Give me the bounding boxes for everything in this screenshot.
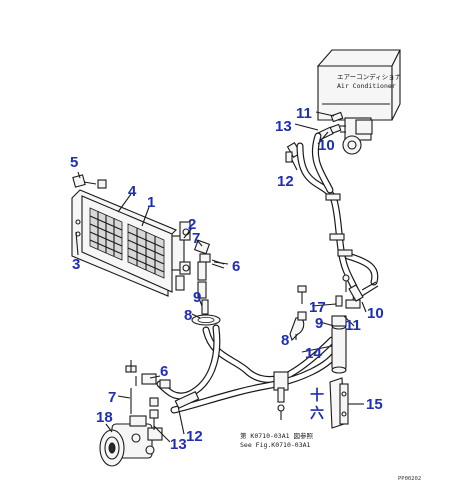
callout-5: 5 bbox=[70, 154, 78, 171]
clamp-part-8-right bbox=[289, 311, 307, 342]
callout-10-upper: 10 bbox=[318, 137, 335, 154]
callout-9-right: 9 bbox=[315, 315, 323, 332]
condenser-grid-lines bbox=[89, 211, 165, 274]
callout-6-upper: 6 bbox=[232, 258, 240, 275]
kanji-mark-bottom: 六 bbox=[310, 405, 324, 422]
receiver-drier bbox=[297, 274, 379, 374]
callout-7-lower: 7 bbox=[108, 389, 116, 406]
condenser-assembly bbox=[71, 189, 191, 297]
callout-12-lower: 12 bbox=[186, 428, 203, 445]
callout-18: 18 bbox=[96, 409, 113, 426]
callout-numbers: 1 2 3 4 5 6 6 7 7 8 8 9 9 10 10 11 11 12… bbox=[70, 105, 384, 453]
air-conditioner-label-en: Air Conditioner bbox=[337, 82, 396, 90]
bolt-part-5 bbox=[72, 174, 107, 189]
callout-14: 14 bbox=[305, 345, 322, 362]
callout-8-right: 8 bbox=[281, 332, 289, 349]
callout-11-upper: 11 bbox=[296, 105, 312, 122]
hose-clamps bbox=[273, 193, 353, 420]
callout-4: 4 bbox=[128, 183, 137, 200]
callout-6-lower: 6 bbox=[160, 363, 168, 380]
ac-hose-fittings bbox=[285, 111, 344, 163]
leader-lines bbox=[75, 111, 367, 443]
compressor-fittings bbox=[125, 360, 200, 430]
note-line-jp: 第 K0710-03A1 図参照 bbox=[240, 431, 313, 440]
kanji-mark: 十 六 bbox=[310, 387, 324, 422]
callout-3: 3 bbox=[72, 256, 80, 273]
callout-2: 2 bbox=[188, 216, 196, 233]
refrigerant-hoses bbox=[156, 132, 379, 414]
callout-9-left: 9 bbox=[193, 289, 201, 306]
callout-1: 1 bbox=[147, 194, 155, 211]
callout-13-upper: 13 bbox=[275, 118, 292, 135]
callout-12-upper: 12 bbox=[277, 173, 294, 190]
air-conditioner-label-jp: エアーコンディショナ bbox=[337, 72, 401, 81]
callout-17: 17 bbox=[309, 299, 326, 316]
bracket-part-15 bbox=[329, 377, 349, 429]
note-line-en: See Fig.K0710-03A1 bbox=[240, 441, 311, 449]
condenser-outlet-fittings bbox=[193, 239, 225, 299]
figure-code: PP00202 bbox=[398, 476, 421, 482]
kanji-mark-top: 十 bbox=[310, 387, 324, 404]
callout-8-left: 8 bbox=[184, 307, 192, 324]
compressor bbox=[99, 415, 163, 467]
callout-7-upper: 7 bbox=[192, 230, 200, 247]
air-conditioner-unit: エアーコンディショナ Air Conditioner bbox=[316, 49, 401, 155]
callout-13-lower: 13 bbox=[170, 436, 187, 453]
callout-15: 15 bbox=[366, 396, 383, 413]
see-figure-note: 第 K0710-03A1 図参照 See Fig.K0710-03A1 bbox=[240, 431, 313, 449]
callout-10-lower: 10 bbox=[367, 305, 384, 322]
callout-11-lower: 11 bbox=[345, 317, 361, 334]
